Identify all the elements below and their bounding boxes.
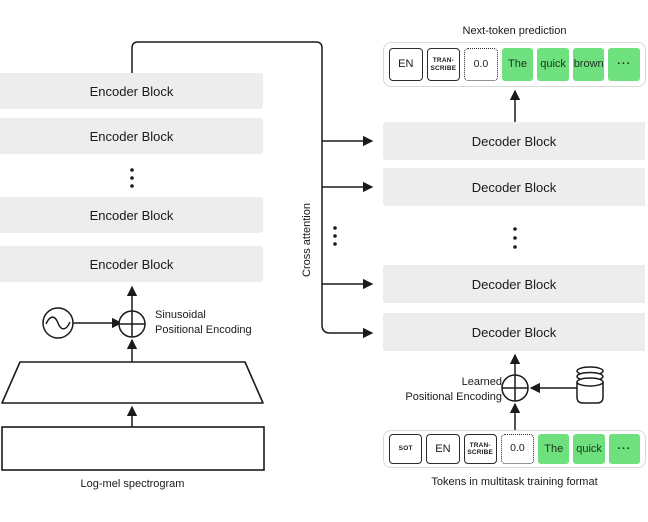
decoder-block-2: Decoder Block [383,168,645,206]
encoder-block-4: Encoder Block [0,246,263,282]
learned-pe-label: Learned Positional Encoding [360,375,502,405]
input-tokens-caption: Tokens in multitask training format [431,476,598,488]
decoder-stack-dots [513,227,517,249]
encoder-input-arrows [73,285,138,427]
embedding-cylinder-icon [576,366,604,404]
token-quick: quick [573,434,605,464]
encoder-add-icon [118,310,146,338]
token-timestamp: 0.0 [464,48,498,81]
token-transcribe: TRAN- SCRIBE [426,48,461,81]
spectrogram-caption: Log-mel spectrogram [80,478,185,490]
sinusoidal-pe-line1: Sinusoidal [155,309,206,321]
output-token-strip: EN TRAN- SCRIBE 0.0 The quick brown ··· [383,42,646,87]
token-the: The [538,434,570,464]
spectrogram-box [1,426,265,471]
encoder-block-2: Encoder Block [0,118,263,154]
cross-attention-dots [333,226,337,246]
decoder-add-icon [501,374,529,402]
token-timestamp: 0.0 [500,434,535,464]
decoder-block-3: Decoder Block [383,265,645,303]
token-ellipsis: ··· [608,434,640,464]
decoder-block-1: Decoder Block [383,122,645,160]
input-token-strip: SOT EN TRAN- SCRIBE 0.0 The quick ··· [383,430,646,468]
conv-gelu-label: 2x Conv1D + GELU [70,376,195,392]
token-en: EN [389,48,423,81]
next-token-prediction-label: Next-token prediction [462,25,567,37]
cross-attention-label: Cross attention [301,203,313,277]
learned-pe-line2: Positional Encoding [405,391,502,403]
learned-pe-line1: Learned [461,376,502,388]
encoder-block-1: Encoder Block [0,73,263,109]
sine-wave-icon [42,307,74,339]
token-en: EN [426,434,460,464]
sinusoidal-pe-label: Sinusoidal Positional Encoding [155,308,252,338]
sinusoidal-pe-line2: Positional Encoding [155,324,252,336]
token-quick: quick [537,48,569,81]
decoder-block-4: Decoder Block [383,313,645,351]
token-ellipsis: ··· [608,48,641,81]
token-brown: brown [572,48,605,81]
token-sot: SOT [389,434,423,464]
encoder-stack-dots [130,168,134,188]
token-the: The [501,48,534,81]
token-transcribe: TRAN- SCRIBE [463,434,497,464]
encoder-block-3: Encoder Block [0,197,263,233]
